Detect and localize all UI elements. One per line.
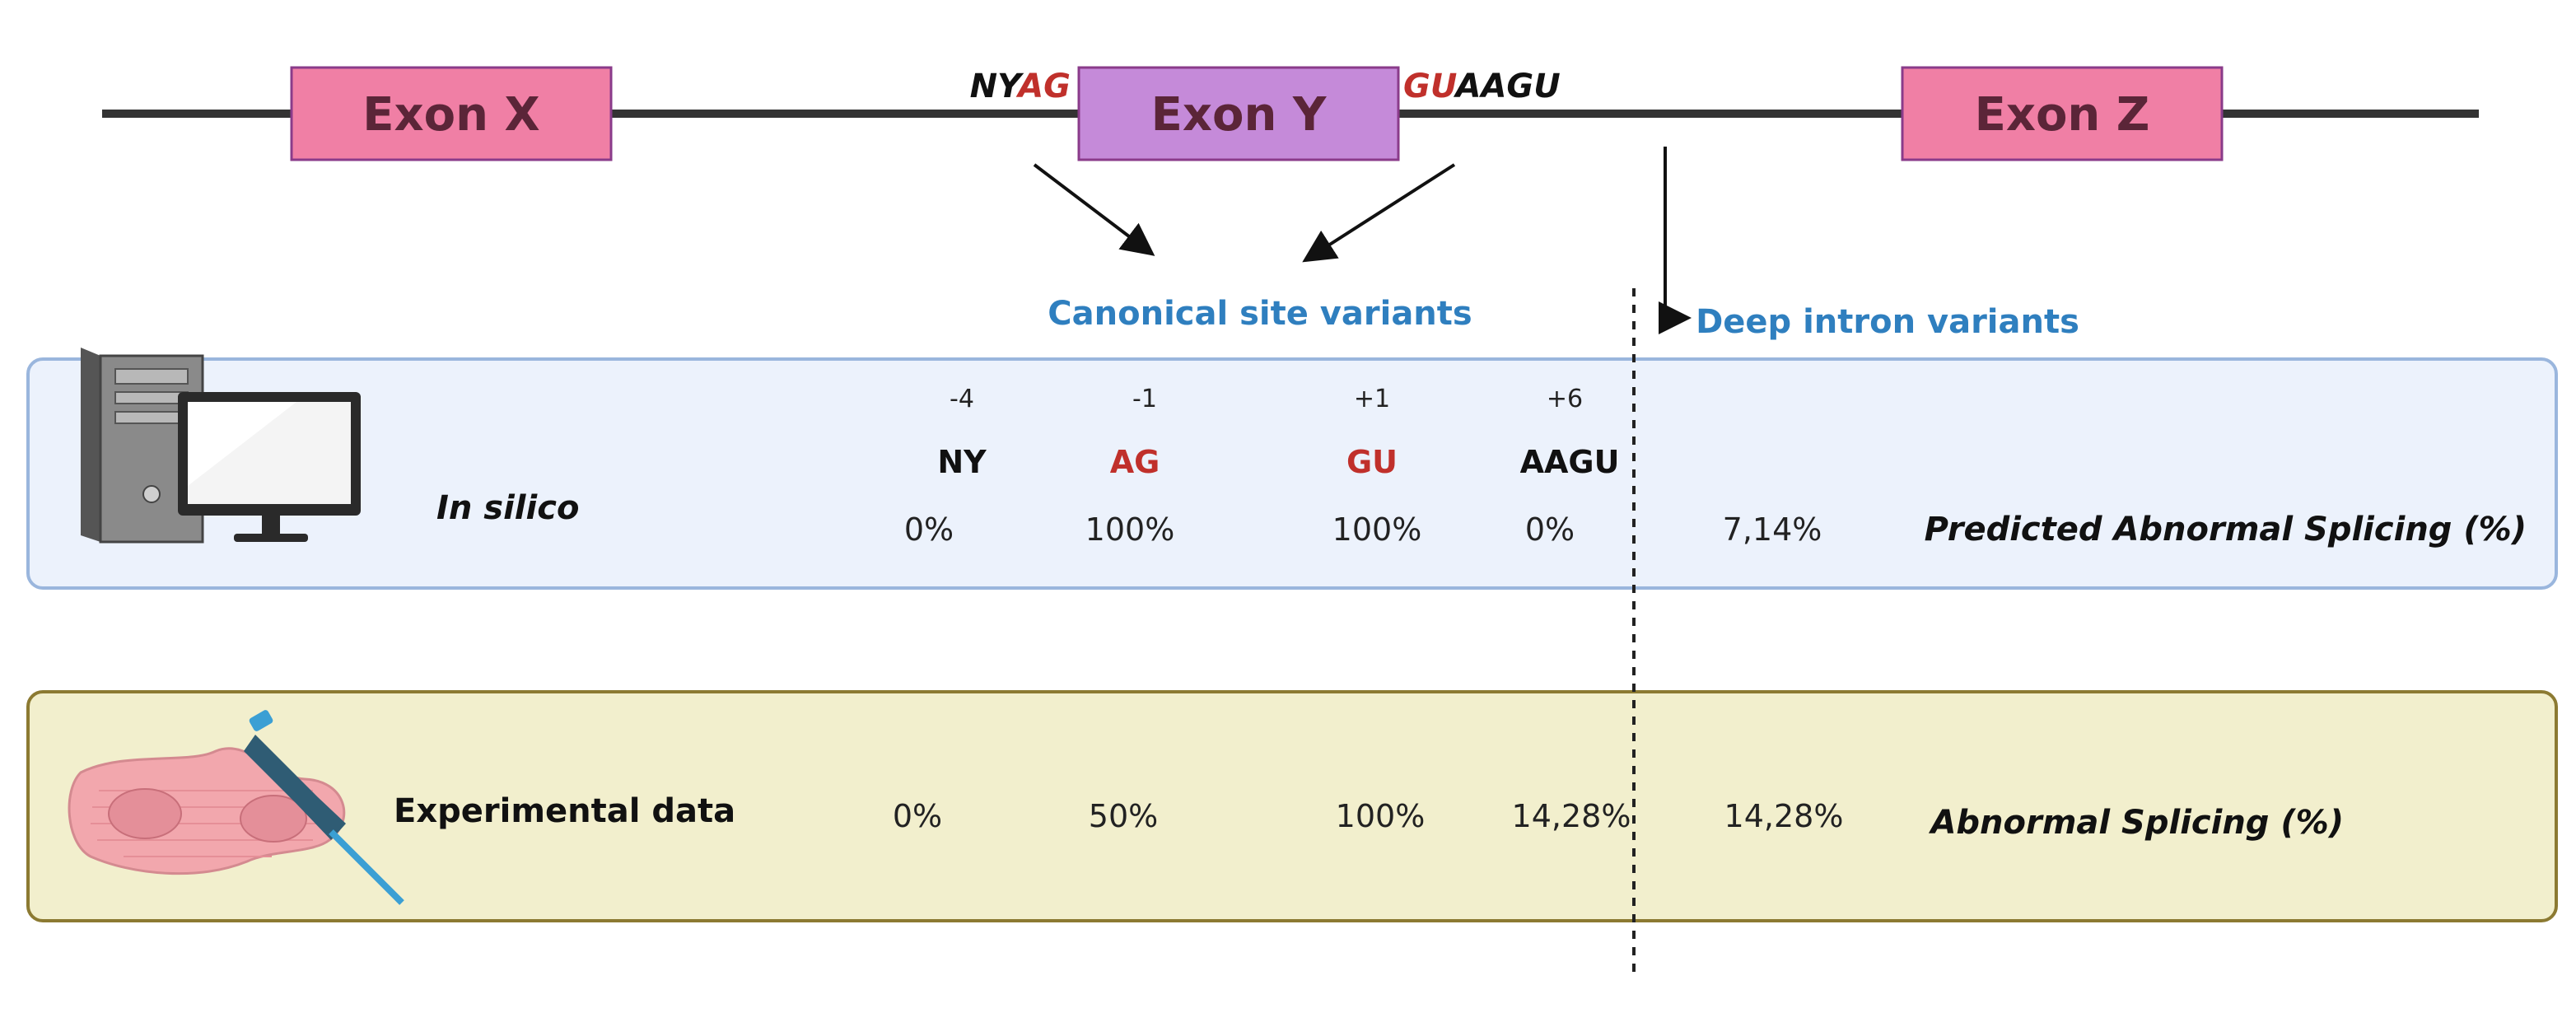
experimental-metric: Abnormal Splicing (%) [1928, 804, 2344, 842]
donor-seq-red: GU [1403, 68, 1457, 105]
in-silico-panel [26, 357, 2558, 590]
exon-x-label: Exon X [362, 88, 539, 142]
exon-z: Exon Z [1901, 66, 2224, 161]
experimental-value: 14,28% [1724, 798, 1844, 834]
pipette-tissue-icon [68, 710, 404, 905]
in-silico-value: 7,14% [1723, 511, 1822, 548]
motif-label: GU [1346, 444, 1398, 480]
canonical-label: Canonical site variants [1048, 295, 1472, 333]
experimental-value: 100% [1336, 798, 1426, 834]
column-headers: -4 -1 +1 +6 NY AG GU AAGU [937, 385, 1619, 480]
exon-x: Exon X [290, 66, 613, 161]
experimental-value: 50% [1089, 798, 1158, 834]
deep-intron-arrow [1659, 147, 1692, 334]
donor-arrow [1302, 163, 1456, 263]
in-silico-value: 100% [1332, 511, 1422, 548]
in-silico-value: 0% [904, 511, 954, 548]
experimental-label: Experimental data [394, 792, 735, 830]
experimental-panel [26, 690, 2558, 922]
motif-label: AAGU [1520, 444, 1620, 480]
in-silico-value: 0% [1525, 511, 1575, 548]
position-label: +6 [1547, 385, 1583, 413]
acceptor-sequence: NYAG [970, 68, 1071, 105]
position-label: -4 [950, 385, 974, 413]
exon-z-label: Exon Z [1975, 88, 2150, 142]
experimental-row: Experimental data 0% 50% 100% 14,28% 14,… [394, 792, 2344, 842]
deep-intron-label: Deep intron variants [1696, 303, 2079, 341]
exon-z-box [1901, 66, 2224, 161]
in-silico-value: 100% [1085, 511, 1175, 548]
computer-icon [81, 348, 361, 544]
donor-seq-black: AAGU [1454, 68, 1561, 105]
in-silico-label: In silico [436, 489, 579, 527]
exon-y: Exon Y [1077, 66, 1400, 161]
experimental-value: 14,28% [1512, 798, 1631, 834]
exon-y-label: Exon Y [1151, 88, 1328, 142]
experimental-value: 0% [893, 798, 942, 834]
motif-label: AG [1110, 444, 1160, 480]
acceptor-arrow [1033, 163, 1155, 256]
exon-x-box [290, 66, 613, 161]
exon-y-box [1077, 66, 1400, 161]
position-label: -1 [1132, 385, 1157, 413]
in-silico-metric: Predicted Abnormal Splicing (%) [1925, 511, 2527, 549]
acceptor-seq-red: AG [1015, 68, 1071, 105]
donor-sequence: GUAAGU [1403, 68, 1561, 105]
motif-label: NY [937, 444, 987, 480]
in-silico-row: In silico 0% 100% 100% 0% 7,14% Predicte… [436, 489, 2527, 549]
acceptor-seq-black: NY [970, 68, 1024, 105]
position-label: +1 [1354, 385, 1390, 413]
